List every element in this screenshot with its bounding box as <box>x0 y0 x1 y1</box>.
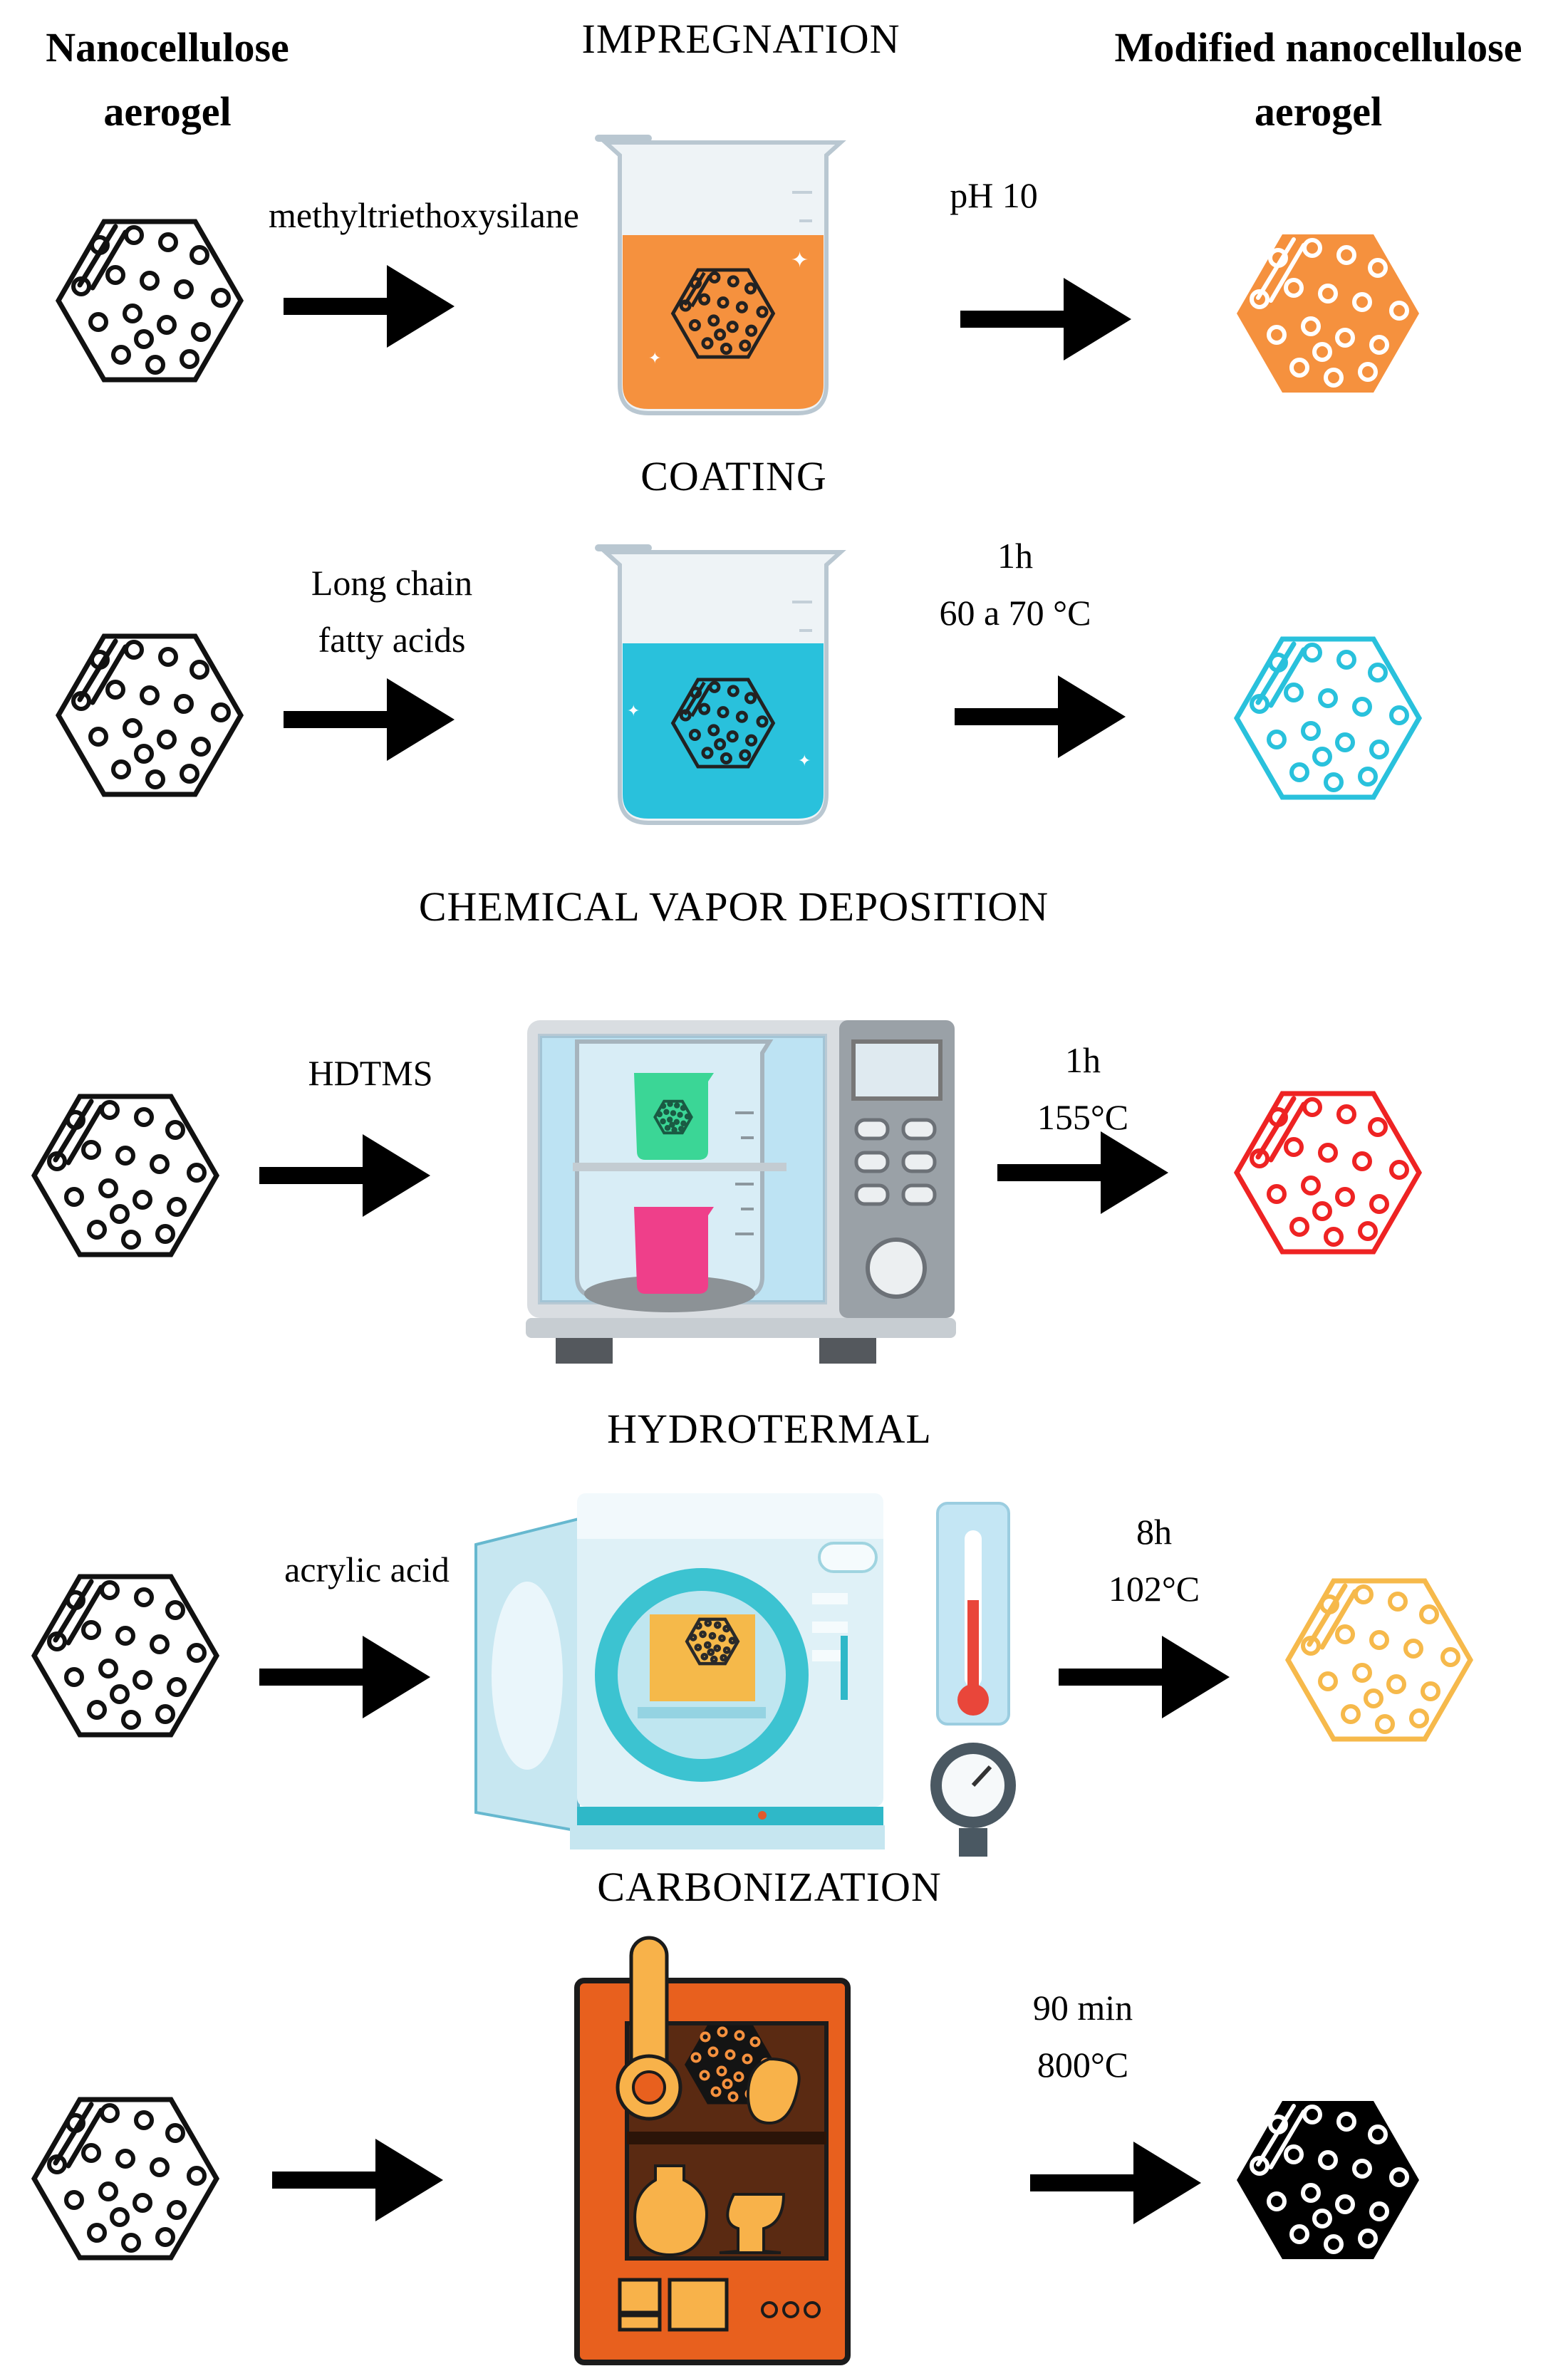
step-title-carbonization: CARBONIZATION <box>597 1864 942 1910</box>
step-title-coating: COATING <box>640 453 827 499</box>
furnace-icon <box>574 1936 851 2365</box>
header-left-line2: aerogel <box>103 88 232 135</box>
conditions-carbonization-time: 90 min <box>1032 1988 1133 2028</box>
reagent-coating: Long chain fatty acids <box>249 554 534 668</box>
conditions-coating-temp: 60 a 70 °C <box>939 593 1091 633</box>
aerogel-icon-row4 <box>34 1577 217 1735</box>
svg-text:✦: ✦ <box>648 349 661 367</box>
conditions-cvd: 1h 155°C <box>1012 1032 1154 1146</box>
reagent-cvd: HDTMS <box>308 1053 433 1093</box>
modified-aerogel-icon-row5 <box>1237 2101 1419 2259</box>
arrow-icon-row1a <box>284 265 455 348</box>
aerogel-icon-row5 <box>34 2100 217 2258</box>
step-title-cvd: CHEMICAL VAPOR DEPOSITION <box>418 883 1049 930</box>
arrow-icon-row2b <box>955 675 1126 758</box>
svg-text:✦: ✦ <box>798 752 811 769</box>
aerogel-icon-row1 <box>58 222 241 380</box>
arrow-icon-row1b <box>960 278 1131 360</box>
header-right: Modified nanocellulose aerogel <box>1069 16 1568 144</box>
arrow-icon-row2a <box>284 678 455 761</box>
step-title-impregnation: IMPREGNATION <box>581 16 900 62</box>
microwave-oven-icon <box>526 1020 956 1364</box>
modified-aerogel-icon-row1 <box>1237 234 1419 393</box>
arrow-icon-row3b <box>997 1131 1168 1214</box>
reagent-hydrotermal: acrylic acid <box>284 1550 450 1589</box>
conditions-hydrotermal-time: 8h <box>1136 1512 1172 1552</box>
aerogel-icon-row2 <box>58 636 241 794</box>
svg-text:✦: ✦ <box>627 702 640 720</box>
arrow-icon-row4b <box>1059 1636 1230 1718</box>
beaker-icon-impregnation: ✦ ✦ <box>598 138 841 413</box>
modified-aerogel-icon-row2 <box>1237 639 1419 797</box>
conditions-hydrotermal-temp: 102°C <box>1108 1569 1200 1609</box>
reagent-impregnation: methyltriethoxysilane <box>268 195 579 235</box>
beaker-icon-coating: ✦ ✦ <box>598 548 841 823</box>
header-right-line1: Modified nanocellulose <box>1114 24 1522 71</box>
reagent-coating-line1: Long chain <box>311 563 473 603</box>
conditions-carbonization-temp: 800°C <box>1037 2045 1129 2085</box>
reagent-coating-line2: fatty acids <box>318 620 466 660</box>
conditions-impregnation: pH 10 <box>950 175 1038 215</box>
header-left-line1: Nanocellulose <box>46 24 289 71</box>
arrow-icon-row3a <box>259 1134 430 1217</box>
autoclave-icon <box>474 1493 1016 1857</box>
conditions-carbonization: 90 min 800°C <box>997 1979 1168 2093</box>
conditions-coating-time: 1h <box>997 536 1033 576</box>
arrow-icon-row5a <box>272 2139 443 2221</box>
conditions-hydrotermal: 8h 102°C <box>1083 1503 1225 1617</box>
modified-aerogel-icon-row4 <box>1288 1581 1470 1739</box>
conditions-cvd-temp: 155°C <box>1037 1097 1129 1137</box>
conditions-coating: 1h 60 a 70 °C <box>891 527 1140 641</box>
modified-aerogel-icon-row3 <box>1237 1094 1419 1252</box>
header-left: Nanocellulose aerogel <box>0 16 335 144</box>
conditions-cvd-time: 1h <box>1065 1040 1101 1080</box>
step-title-hydrotermal: HYDROTERMAL <box>607 1406 932 1452</box>
arrow-icon-row5b <box>1030 2142 1201 2224</box>
svg-text:✦: ✦ <box>791 249 809 272</box>
aerogel-icon-row3 <box>34 1096 217 1255</box>
header-right-line2: aerogel <box>1254 88 1383 135</box>
arrow-icon-row4a <box>259 1636 430 1718</box>
